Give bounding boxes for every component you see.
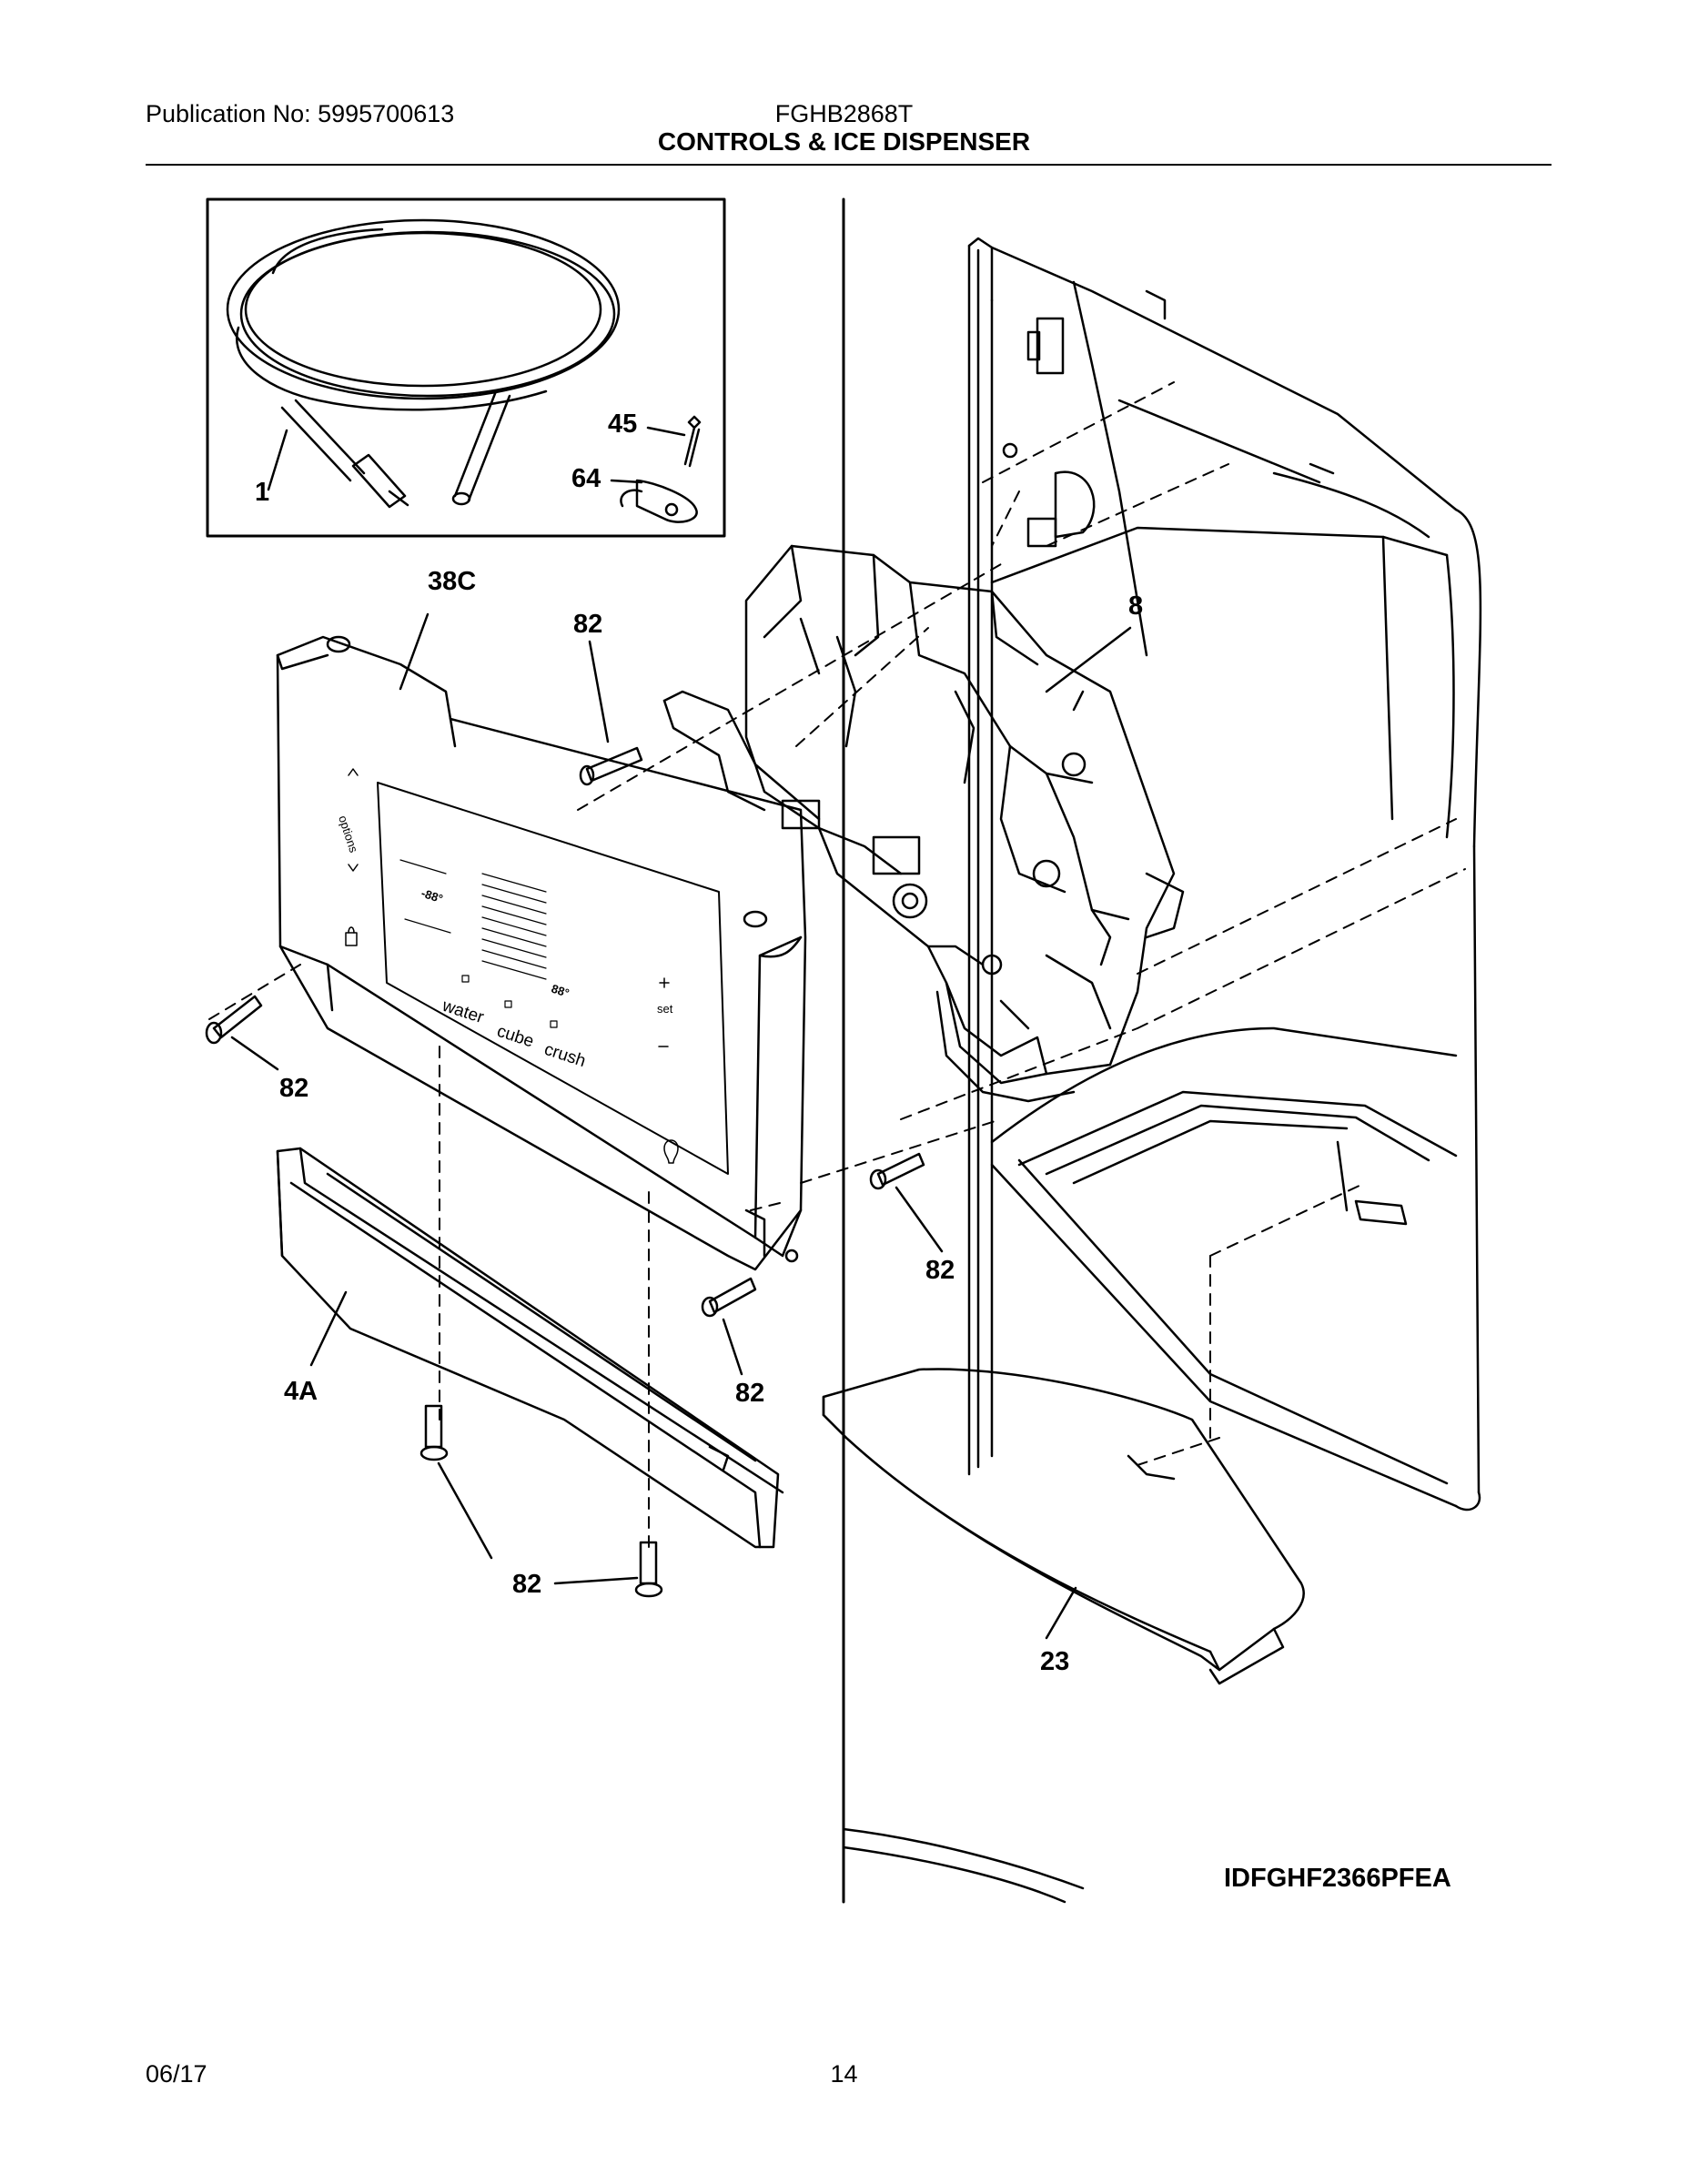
lock-icon — [345, 932, 358, 946]
display-digits-left: -88° — [419, 886, 444, 906]
leader-1 — [267, 429, 288, 491]
leader-82-top — [588, 640, 610, 743]
control-panel-assembly: -88° 88° options set water cube crush — [276, 635, 807, 1271]
leader-64 — [610, 479, 643, 484]
up-arrow-icon — [348, 768, 359, 776]
model-number: FGHB2868T — [774, 100, 914, 127]
callout-82-right: 82 — [925, 1256, 955, 1285]
leader-82-lower-left — [437, 1461, 493, 1560]
screw-82-lower-left — [419, 1404, 449, 1461]
callout-23: 23 — [1040, 1647, 1069, 1676]
alignment-lines — [208, 381, 1466, 1548]
leader-82-mid — [722, 1318, 743, 1376]
callout-4a: 4A — [284, 1377, 318, 1406]
callout-82-bottom: 82 — [512, 1570, 541, 1599]
callout-64: 64 — [571, 464, 601, 493]
callout-82-left: 82 — [279, 1074, 308, 1103]
leader-8 — [1045, 626, 1132, 693]
callout-82-top: 82 — [573, 610, 602, 639]
display-feature-text — [399, 859, 547, 980]
leader-45 — [646, 426, 686, 437]
water-tube-inset — [206, 197, 726, 538]
publication-number: Publication No: 5995700613 — [146, 100, 455, 127]
dispenser-trim — [276, 1147, 784, 1549]
header-rule — [146, 164, 1552, 166]
screw-82-left — [205, 995, 263, 1045]
screw-82-mid — [701, 1277, 757, 1318]
page-number: 14 — [830, 2060, 858, 2088]
diagram-id: IDFGHF2366PFEA — [1224, 1864, 1451, 1893]
screw-82-lower-right — [636, 1542, 663, 1598]
page-title: CONTROLS & ICE DISPENSER — [657, 127, 1031, 156]
callout-1: 1 — [255, 478, 269, 507]
options-label: options — [336, 814, 360, 854]
leader-82-bottom — [553, 1576, 639, 1585]
display-digits-right: 88° — [550, 982, 571, 1000]
light-bulb-icon — [663, 1139, 679, 1164]
leader-4a — [309, 1290, 348, 1367]
callout-38c: 38C — [428, 567, 476, 596]
drip-tray — [822, 1368, 1305, 1685]
callout-45: 45 — [608, 410, 637, 439]
leader-38c — [399, 612, 430, 691]
footer-date: 06/17 — [146, 2060, 207, 2088]
screw-82-right — [869, 1152, 925, 1190]
callout-82-mid: 82 — [735, 1379, 764, 1408]
leader-82-left — [230, 1036, 279, 1071]
leader-23 — [1045, 1586, 1077, 1640]
crush-label: crush — [541, 1040, 588, 1071]
down-arrow-icon — [348, 864, 359, 872]
dispenser-actuator-assembly — [662, 544, 1185, 1103]
callout-8: 8 — [1128, 592, 1143, 621]
dispenser-housing — [842, 197, 1482, 1904]
leader-82-right — [895, 1186, 944, 1253]
screw-82-top — [579, 746, 643, 786]
set-label: set — [657, 1002, 673, 1016]
plus-icon — [659, 977, 670, 988]
water-label: water — [440, 996, 487, 1027]
